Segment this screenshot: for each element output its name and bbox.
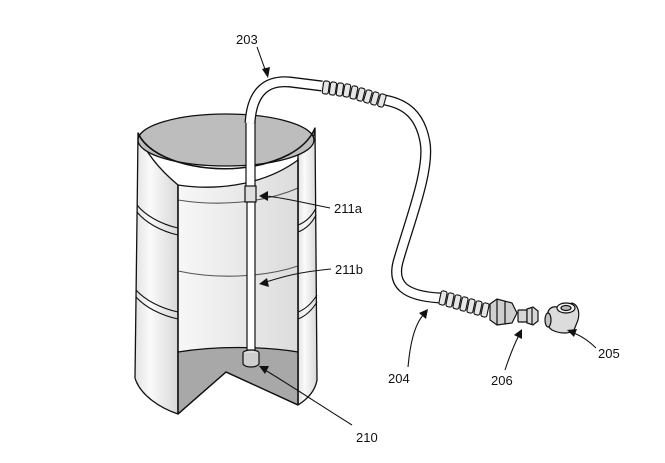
leader-211b: [265, 268, 332, 283]
arrowhead-206: [514, 329, 522, 339]
fitting-206: [517, 306, 539, 326]
drum-floor-cut-edge: [177, 371, 299, 415]
arrowhead-203: [262, 67, 270, 78]
drum-lid: [137, 113, 315, 167]
callout-labels: 203 211a 211b 204 206 205 210: [236, 32, 620, 445]
drum-left-shell: [134, 132, 179, 415]
callout-210: 210: [356, 430, 378, 445]
hose: [244, 76, 490, 318]
leader-206: [504, 334, 520, 371]
dip-tube-upper: [245, 121, 256, 189]
leader-203: [256, 46, 267, 73]
drum-rim: [137, 127, 316, 170]
callout-205: 205: [598, 346, 620, 361]
dip-tube-lower: [246, 201, 256, 351]
drum-right-shell: [297, 127, 318, 406]
callout-204: 204: [388, 371, 410, 386]
arrowhead-204: [419, 309, 428, 319]
drum-floor: [177, 346, 299, 415]
callout-211a: 211a: [334, 201, 363, 216]
leader-205: [573, 332, 597, 349]
arrowhead-210: [259, 366, 269, 374]
hose-corrugation-lower: [438, 290, 490, 318]
callout-211b: 211b: [335, 262, 363, 277]
dip-tube: [242, 121, 260, 368]
arrowhead-205: [567, 329, 577, 337]
drum-ribs: [135, 187, 318, 320]
hose-bore: [245, 77, 445, 303]
callout-206: 206: [491, 373, 513, 388]
callout-203: 203: [236, 32, 258, 47]
leader-211a: [265, 195, 331, 209]
leader-210: [264, 369, 353, 426]
elbow-205: [544, 302, 580, 334]
hose-corrugation-upper: [321, 80, 387, 108]
leader-204: [407, 313, 425, 368]
hose-nut: [489, 298, 518, 326]
leader-lines: [256, 46, 597, 426]
foot-strainer: [242, 353, 260, 368]
drum-inner-wall: [177, 159, 299, 359]
arrowhead-211b: [259, 278, 269, 287]
arrowhead-211a: [259, 191, 268, 201]
drum: [134, 113, 318, 415]
dip-tube-coupling: [244, 185, 257, 203]
